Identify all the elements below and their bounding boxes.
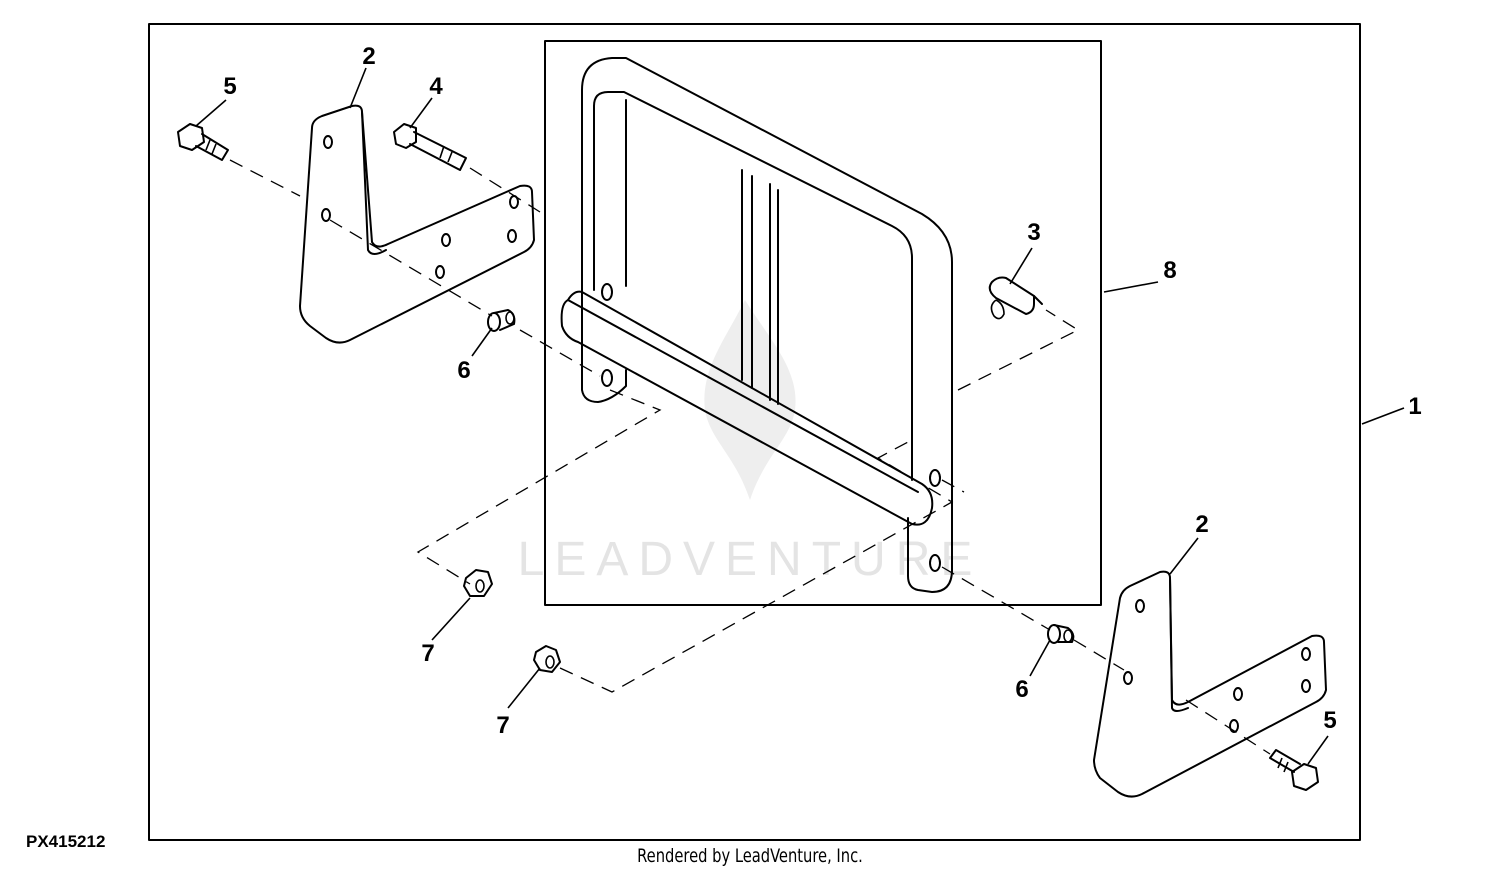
bolt-4 xyxy=(393,123,467,171)
callout-1: 1 xyxy=(1408,393,1421,420)
callout-6-right: 6 xyxy=(1015,676,1028,703)
callout-2-bottom: 2 xyxy=(1195,511,1208,538)
assembly-frame xyxy=(148,23,1361,841)
watermark-text: LEADVENTURE xyxy=(518,533,983,586)
callout-8: 8 xyxy=(1163,257,1176,284)
callout-3: 3 xyxy=(1027,219,1040,246)
watermark: LEADVENTURE xyxy=(518,300,983,586)
rollbar-box xyxy=(544,40,1102,606)
callout-2-top: 2 xyxy=(362,43,375,70)
nut-7-upper xyxy=(463,569,493,597)
nut-7-lower xyxy=(533,645,561,673)
right-bracket xyxy=(1093,570,1327,798)
bolt-5-bottom xyxy=(1269,749,1319,791)
leader-lines xyxy=(195,67,1405,765)
assembly-lines xyxy=(229,159,1271,755)
callout-7-lower: 7 xyxy=(496,712,509,739)
left-bracket xyxy=(299,104,535,344)
spacer-6-right xyxy=(1047,624,1075,644)
pin-3 xyxy=(988,276,1043,320)
callout-6-left: 6 xyxy=(457,357,470,384)
callout-5-bottom: 5 xyxy=(1323,707,1336,734)
footer-credit: Rendered by LeadVenture, Inc. xyxy=(637,845,863,867)
bolt-5-top xyxy=(177,123,229,161)
guard-frame xyxy=(560,57,953,593)
figure-id: PX415212 xyxy=(26,832,106,851)
callout-5-top: 5 xyxy=(223,73,236,100)
callout-4: 4 xyxy=(429,73,443,100)
spacer-6-left xyxy=(487,309,516,332)
callout-7-upper: 7 xyxy=(421,640,434,667)
